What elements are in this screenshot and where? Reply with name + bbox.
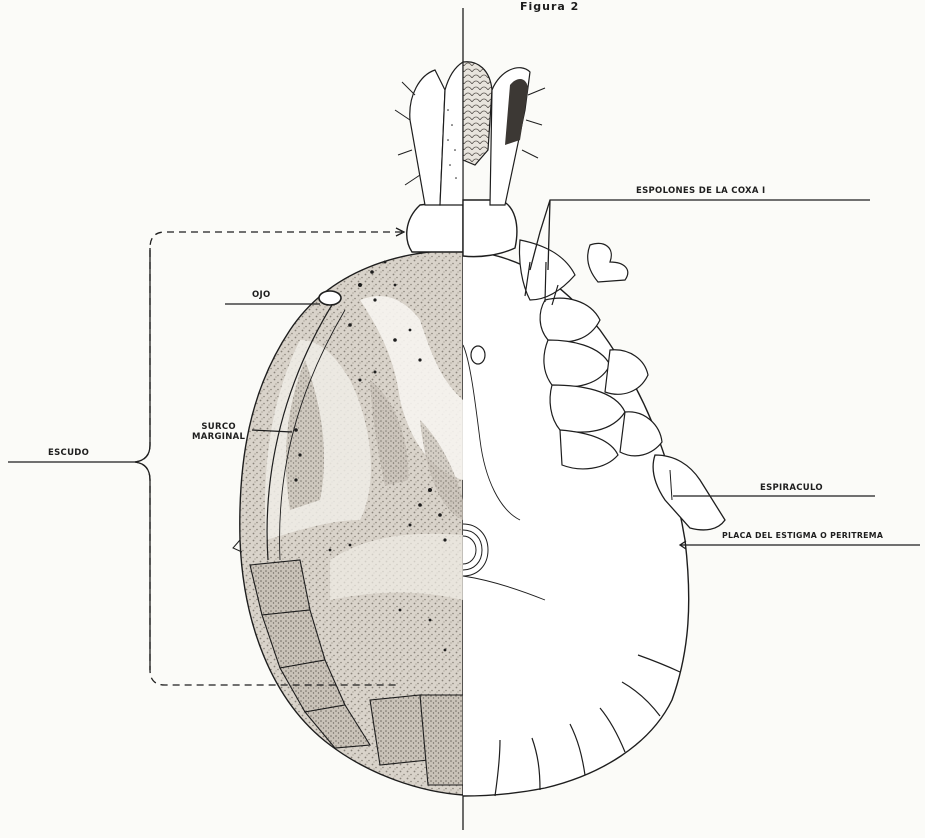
ventral-half [463, 62, 725, 796]
label-escudo: ESCUDO [48, 448, 89, 458]
label-surco-line1: SURCO [192, 422, 245, 432]
figure-title: Figura 2 [520, 2, 579, 12]
eye [319, 291, 341, 305]
label-espiraculo: ESPIRACULO [760, 483, 823, 493]
espolones-leader [530, 200, 870, 270]
dorsal-basis-capituli [407, 200, 463, 252]
label-surco-line2: MARGINAL [192, 432, 245, 442]
label-placa: PLACA DEL ESTIGMA O PERITREMA [722, 531, 883, 541]
placa-leader [680, 541, 920, 549]
label-ojo: OJO [252, 290, 271, 300]
label-espolones: ESPOLONES DE LA COXA I [636, 186, 766, 196]
label-surco-marginal: SURCO MARGINAL [192, 422, 245, 442]
dorsal-half [233, 62, 463, 795]
